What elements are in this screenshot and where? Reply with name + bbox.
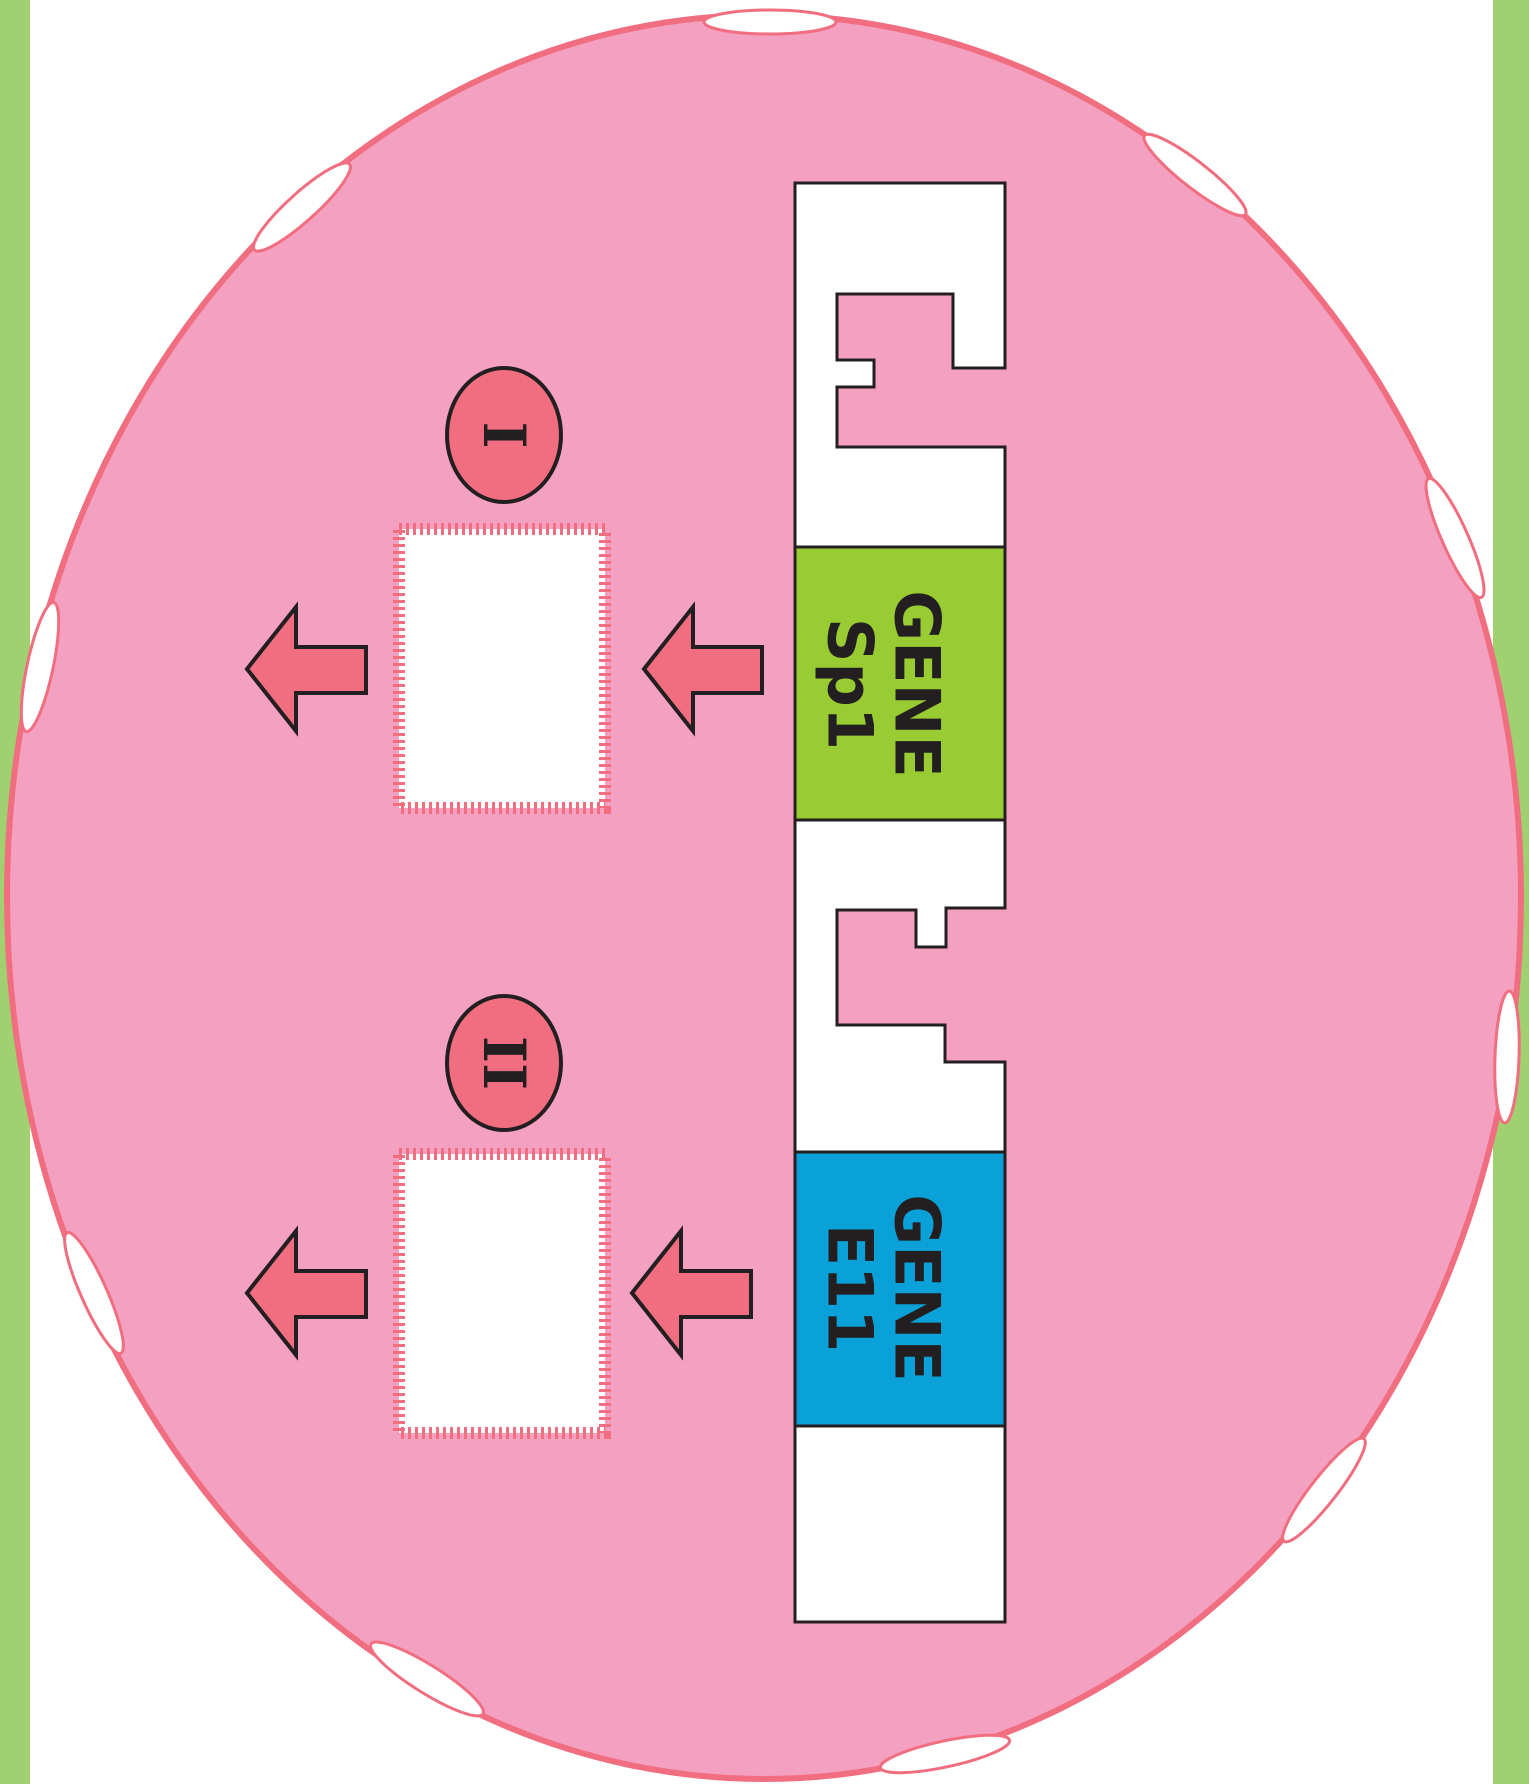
dna-segment-bottom	[793, 1424, 1007, 1624]
arrow-sp1-to-box-icon	[641, 601, 764, 737]
dna-segment-top	[793, 181, 1007, 549]
gene-e11-name: GENE	[881, 1194, 954, 1381]
arrow-box1-out-icon	[244, 601, 368, 737]
product-box-2	[393, 1148, 611, 1439]
pore	[252, 161, 352, 253]
dna-segment-middle	[793, 818, 1007, 1154]
marker-II-circle	[445, 994, 563, 1132]
gene-sp1-code: Sp1	[814, 618, 887, 750]
gene-sp1-block	[793, 545, 1007, 822]
dna-strand	[793, 181, 1007, 1624]
pore	[369, 1640, 485, 1718]
pore	[1424, 476, 1486, 600]
marker-I-label: I	[470, 421, 538, 448]
arrow-box2-out-icon	[244, 1225, 368, 1361]
pore	[63, 1230, 125, 1356]
arrow-e11-to-box-icon	[629, 1225, 753, 1361]
pore	[1493, 989, 1521, 1125]
marker-II-label: II	[470, 1036, 538, 1090]
product-box-1	[393, 523, 611, 814]
pore	[878, 1733, 1012, 1775]
gene-e11-code: E11	[814, 1224, 887, 1353]
pore	[702, 8, 838, 36]
nuclear-pores	[19, 8, 1521, 1775]
marker-I-circle	[445, 366, 563, 504]
gene-sp1-name: GENE	[881, 590, 954, 777]
pore	[19, 600, 61, 734]
pore	[1281, 1436, 1367, 1544]
pore	[1142, 132, 1248, 218]
